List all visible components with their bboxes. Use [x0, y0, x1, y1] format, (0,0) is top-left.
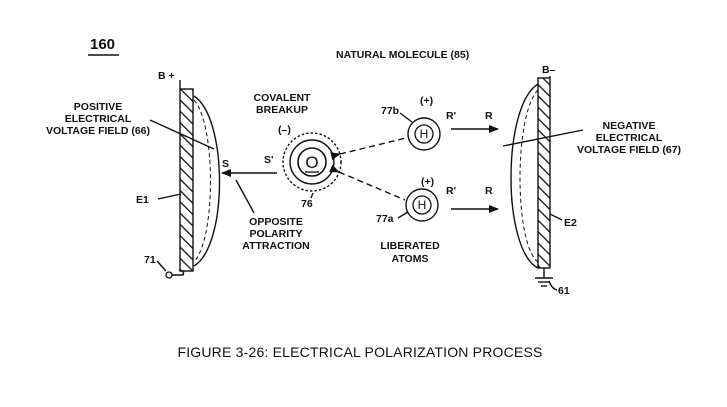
hydrogen-bottom-symbol: H	[418, 198, 427, 212]
right-plate-electrode	[537, 77, 551, 269]
hydrogen-top-symbol: H	[420, 127, 429, 141]
arrow-r-prime-top-label: R'	[446, 110, 456, 122]
ground-symbol	[535, 268, 553, 287]
ground-61-label: 61	[558, 285, 570, 297]
oxygen-atom: O	[282, 132, 342, 192]
hydrogen-atom-top: H	[407, 117, 441, 151]
arrow-r-bottom-label: R	[485, 185, 493, 197]
right-field-curve-outer	[510, 83, 539, 269]
diagram-title: NATURAL MOLECULE (85)	[336, 49, 469, 61]
left-plate	[179, 88, 221, 272]
liberated-label-2: ATOMS	[392, 253, 429, 265]
right-terminal-label: B–	[542, 64, 556, 76]
arrow-r-prime-bottom-label: R'	[446, 185, 456, 197]
covalent-label-2: BREAKUP	[256, 104, 308, 116]
attraction-label-3: ATTRACTION	[242, 240, 309, 252]
bond-top-dashed	[330, 137, 407, 161]
negative-field-label-1: NEGATIVE	[603, 120, 656, 132]
negative-field-label-2: ELECTRICAL	[596, 132, 663, 144]
arrow-s-prime-label: S'	[264, 154, 274, 166]
liberated-label-1: LIBERATED	[380, 240, 440, 252]
oxygen-ref-76: 76	[301, 198, 313, 210]
left-plate-electrode	[179, 88, 194, 272]
arrow-r-top-label: R	[485, 110, 493, 122]
left-terminal-label: B +	[158, 70, 175, 82]
left-field-curve-inner	[193, 99, 211, 263]
positive-field-label-3: VOLTAGE FIELD (66)	[46, 125, 150, 137]
attraction-label-1: OPPOSITE	[249, 216, 303, 228]
negative-field-leader	[502, 129, 584, 147]
positive-field-leader	[149, 119, 215, 150]
figure-number: 160	[90, 36, 115, 53]
hydrogen-top-charge: (+)	[420, 95, 433, 107]
left-field-curve-outer	[193, 95, 221, 267]
positive-field-label-2: ELECTRICAL	[65, 113, 132, 125]
hydrogen-top-ref: 77b	[381, 105, 399, 117]
right-plate	[510, 77, 551, 269]
left-terminal-wire	[172, 268, 185, 276]
electrode-e2-label: E2	[564, 217, 577, 229]
oxygen-charge: (–)	[278, 124, 291, 136]
figure-caption: FIGURE 3-26: ELECTRICAL POLARIZATION PRO…	[177, 344, 542, 360]
hydrogen-atom-bottom: H	[405, 188, 439, 222]
arrow-s-label: S	[222, 158, 229, 170]
covalent-label-1: COVALENT	[254, 92, 312, 104]
attraction-label-2: POLARITY	[249, 228, 302, 240]
attraction-leader	[235, 179, 255, 214]
terminal-71-label: 71	[144, 254, 156, 266]
hydrogen-bottom-ref: 77a	[376, 213, 394, 225]
bond-bottom-dashed	[329, 164, 406, 201]
terminal-71-node	[165, 271, 173, 279]
electrode-e1-label: E1	[136, 194, 149, 206]
right-field-curve-inner	[519, 89, 539, 263]
negative-field-label-3: VOLTAGE FIELD (67)	[577, 144, 681, 156]
hydrogen-bottom-charge: (+)	[421, 176, 434, 188]
positive-field-label-1: POSITIVE	[74, 101, 122, 113]
oxygen-symbol: O	[305, 153, 318, 172]
